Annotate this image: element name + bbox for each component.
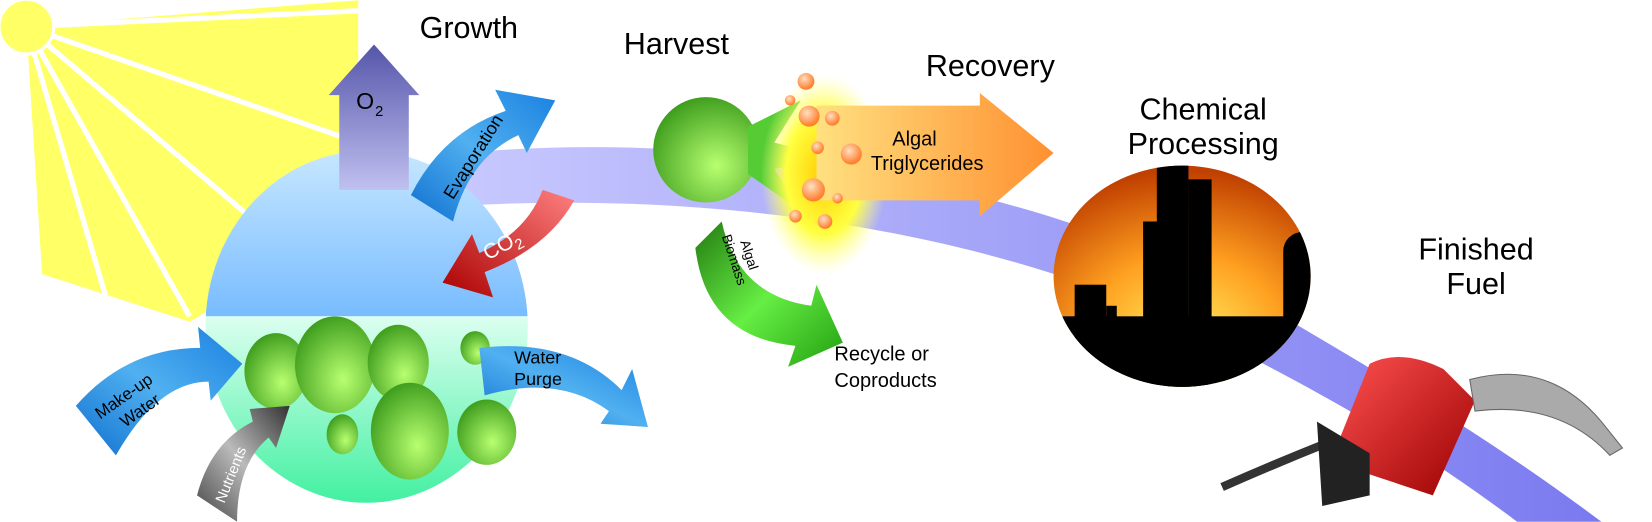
o2-arrow: O 2 bbox=[328, 44, 420, 190]
stage-harvest: Harvest bbox=[624, 27, 730, 61]
o2-subscript: 2 bbox=[375, 104, 383, 120]
stage-recovery: Recovery bbox=[926, 49, 1056, 83]
process-flow-band bbox=[463, 147, 1602, 522]
oil-droplets bbox=[784, 72, 862, 229]
algal-biomass-arrow: AlgalBiomass bbox=[695, 221, 843, 367]
stage-growth: Growth bbox=[420, 11, 518, 45]
algae-cells bbox=[244, 316, 517, 480]
fuel-nozzle-icon bbox=[1220, 356, 1624, 506]
makeup-water-arrow: Make-upWater bbox=[75, 326, 243, 456]
o2-label: O bbox=[356, 88, 374, 114]
